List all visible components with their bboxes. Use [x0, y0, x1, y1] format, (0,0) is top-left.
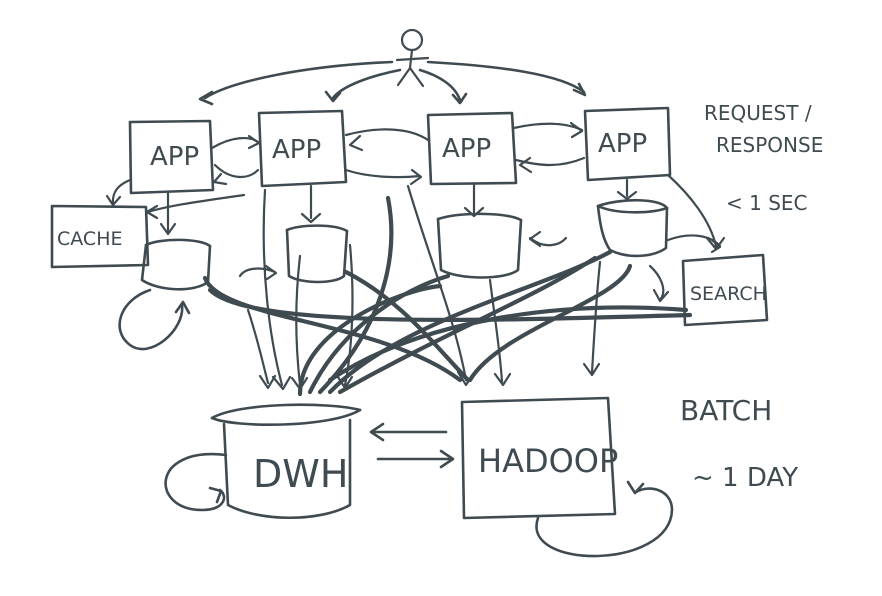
batch-label: BATCH [680, 394, 772, 427]
app-node-4: APP [583, 106, 672, 182]
dwh-node: DWH [164, 403, 362, 520]
under-1-sec-label: < 1 SEC [726, 191, 808, 215]
app-label-1: APP [150, 142, 199, 172]
ingest-arrows [238, 184, 670, 391]
latency-annotations: REQUEST / RESPONSE < 1 SEC BATCH ~ 1 DAY [680, 101, 823, 493]
dwh-hadoop-arrows [369, 422, 455, 469]
data-flows [202, 195, 693, 397]
request-response-label-2: RESPONSE [716, 133, 823, 157]
app-node-2: APP [257, 109, 348, 188]
cache-label: CACHE [57, 228, 123, 250]
app-node-1: APP [128, 119, 215, 195]
app-interconnect-arrows [210, 121, 586, 186]
dwh-label: DWH [253, 452, 348, 496]
search-label: SEARCH [690, 283, 767, 305]
cache-node: CACHE [50, 178, 246, 269]
app-database-3 [436, 182, 523, 279]
hadoop-label: HADOOP [478, 442, 618, 480]
search-node: SEARCH [666, 173, 769, 327]
app-database-4 [596, 178, 669, 258]
app-node-3: APP [426, 111, 518, 186]
app-label-4: APP [598, 129, 647, 159]
app-database-2 [285, 184, 349, 284]
app-label-2: APP [272, 135, 321, 165]
user-figure [395, 28, 430, 88]
app-label-3: APP [442, 134, 491, 164]
about-1-day-label: ~ 1 DAY [692, 463, 798, 493]
request-arrows [198, 60, 587, 106]
request-response-label: REQUEST / [704, 101, 812, 125]
hadoop-node: HADOOP [460, 396, 674, 558]
cache-loop [118, 288, 191, 351]
